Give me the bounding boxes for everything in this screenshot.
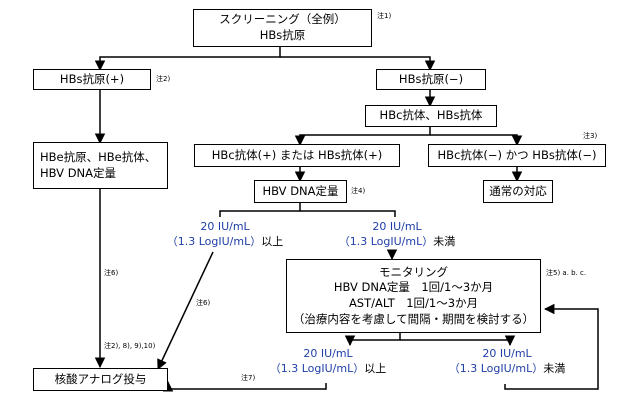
hbe-panel-line1: HBe抗原、HBe抗体、 <box>40 149 157 164</box>
threshold-lower-left-log: （1.3 LogIU/mL） <box>269 361 365 375</box>
note-5: 注5) a. b. c. <box>546 269 587 277</box>
connector-monitoring-to-lower-right <box>400 335 516 347</box>
threshold-upper-right-log: （1.3 LogIU/mL） <box>338 234 434 248</box>
monitoring-ast-alt: AST/ALT 1回/1〜3か月 <box>348 296 479 310</box>
threshold-lower-right-suffix: 未満 <box>543 361 566 375</box>
monitoring-interval-note: （治療内容を考慮して間隔・期間を検討する） <box>292 311 535 326</box>
note-3: 注3) <box>583 132 598 140</box>
threshold-upper-left-log: （1.3 LogIU/mL） <box>166 234 262 248</box>
connector-lower-right-loop-to-monitoring <box>504 303 599 390</box>
hbs-negative-label: HBs抗原(−) <box>398 71 464 86</box>
usual-care-box: 通常の対応 <box>483 180 553 203</box>
hbc-hbs-antibody-box: HBc抗体、HBs抗体 <box>365 105 497 127</box>
both-antibody-negative-label: HBc抗体(−) かつ HBs抗体(−) <box>437 147 597 162</box>
threshold-upper-left: 20 IU/mL （1.3 LogIU/mL）以上 <box>150 220 300 250</box>
threshold-upper-right: 20 IU/mL （1.3 LogIU/mL）未満 <box>322 220 472 250</box>
note-2-8-9-10: 注2), 8), 9),10) <box>104 342 156 350</box>
hbc-hbs-antibody-label: HBc抗体、HBs抗体 <box>379 108 483 123</box>
screening-title: スクリーニング（全例） <box>219 12 346 27</box>
usual-care-label: 通常の対応 <box>489 183 547 198</box>
connector-antibody-to-either-pos <box>294 127 431 147</box>
threshold-lower-left: 20 IU/mL （1.3 LogIU/mL）以上 <box>253 347 403 377</box>
connector-screening-to-hbs-pos <box>94 47 281 72</box>
hbv-dna-label: HBV DNA定量 <box>262 183 339 198</box>
connector-hbv-dna-to-right <box>300 210 396 217</box>
threshold-upper-left-suffix: 以上 <box>261 234 284 248</box>
threshold-lower-right: 20 IU/mL （1.3 LogIU/mL）未満 <box>432 347 582 377</box>
connector-screening-to-hbs-neg <box>280 56 436 72</box>
nucleoside-analogue-label: 核酸アナログ投与 <box>54 371 147 386</box>
threshold-lower-left-suffix: 以上 <box>364 361 387 375</box>
threshold-upper-right-suffix: 未満 <box>433 234 456 248</box>
hbe-panel-box: HBe抗原、HBe抗体、 HBV DNA定量 <box>33 142 168 189</box>
threshold-upper-left-value: 20 IU/mL <box>200 220 250 233</box>
note-6-left: 注6) <box>104 269 119 277</box>
screening-box: スクリーニング（全例） HBs抗原 <box>193 9 372 47</box>
monitoring-title: モニタリング <box>379 264 448 279</box>
note-4: 注4) <box>351 187 366 195</box>
both-antibody-negative-box: HBc抗体(−) かつ HBs抗体(−) <box>428 144 606 167</box>
monitoring-hbv-dna: HBV DNA定量 1回/1〜3か月 <box>333 280 494 295</box>
note-7: 注7) <box>241 374 256 382</box>
hbs-positive-label: HBs抗原(+) <box>59 71 125 86</box>
connector-lower-left-to-nucleoside <box>162 380 327 392</box>
threshold-lower-right-value: 20 IU/mL <box>482 347 532 360</box>
threshold-lower-left-value: 20 IU/mL <box>303 347 353 360</box>
note-1: 注1) <box>377 12 392 20</box>
connector-monitoring-to-lower-branches <box>344 333 401 347</box>
note-6-diagonal: 注6) <box>196 299 211 307</box>
note-2: 注2) <box>156 75 171 83</box>
screening-hbs-antigen: HBs抗原 <box>259 28 306 42</box>
connector-antibody-to-both-neg <box>430 134 523 147</box>
threshold-lower-right-log: （1.3 LogIU/mL） <box>448 361 544 375</box>
hbe-panel-line2: HBV DNA定量 <box>40 165 117 180</box>
monitoring-box: モニタリング HBV DNA定量 1回/1〜3か月 AST/ALT 1回/1〜3… <box>286 259 541 333</box>
connector-upper-left-to-nucleoside <box>157 251 214 370</box>
connector-hbv-dna-to-branches <box>219 203 301 217</box>
either-antibody-positive-label: HBc抗体(+) または HBs抗体(+) <box>211 147 383 162</box>
either-antibody-positive-box: HBc抗体(+) または HBs抗体(+) <box>194 144 400 167</box>
nucleoside-analogue-box: 核酸アナログ投与 <box>33 368 168 391</box>
hbs-negative-box: HBs抗原(−) <box>376 69 486 90</box>
hbs-positive-box: HBs抗原(+) <box>33 69 151 90</box>
hbv-dna-box: HBV DNA定量 <box>254 180 347 203</box>
threshold-upper-right-value: 20 IU/mL <box>372 220 422 233</box>
